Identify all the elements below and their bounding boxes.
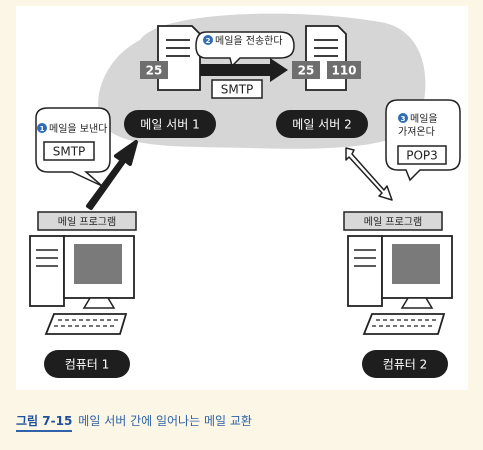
caption-underline xyxy=(16,430,72,432)
speech-bubble xyxy=(195,31,295,68)
program-label-box xyxy=(37,211,137,231)
step-badge xyxy=(37,123,47,133)
step-1-number: 1 xyxy=(40,125,45,133)
step-badge xyxy=(203,35,213,45)
port-box xyxy=(140,61,168,79)
server-tower-icon xyxy=(305,25,347,91)
keyboard-icon xyxy=(44,313,128,335)
step-2-protocol: SMTP xyxy=(221,83,254,97)
server-1-label: 메일 서버 1 xyxy=(140,118,199,132)
keyboard-icon xyxy=(362,313,446,335)
pc-tower-icon xyxy=(29,235,65,307)
send-arrow-icon xyxy=(86,140,138,210)
computer-1-program-label: 메일 프로그램 xyxy=(58,216,116,228)
server-tower-icon xyxy=(157,25,201,91)
step-2-number: 2 xyxy=(206,37,211,45)
step-badge xyxy=(398,113,408,123)
step-2-text: 메일을 전송한다 xyxy=(215,35,283,47)
step-1-send: 1 메일을 보낸다 SMTP xyxy=(35,107,138,210)
transfer-arrow-icon xyxy=(200,58,288,82)
computer-2: 메일 프로그램 컴퓨터 2 xyxy=(343,211,453,378)
server-2-label: 메일 서버 2 xyxy=(292,118,351,132)
bidirectional-arrow-icon xyxy=(345,147,393,201)
step-3-protocol: POP3 xyxy=(406,149,438,163)
step-3-fetch: 3 메일을 가져온다 POP3 xyxy=(345,99,461,201)
server-2-pill xyxy=(276,110,368,138)
step-1-text: 메일을 보낸다 xyxy=(49,123,107,135)
step-2-server-transfer: 2 메일을 전송한다 SMTP xyxy=(195,31,295,99)
pc-tower-icon xyxy=(347,235,383,307)
server-1-pill xyxy=(124,110,216,138)
server-1-port-25: 25 xyxy=(146,64,163,78)
speech-bubble xyxy=(385,99,461,182)
server-2-port-110: 110 xyxy=(331,64,356,78)
computer-2-program-label: 메일 프로그램 xyxy=(364,216,422,228)
server-2-port-25: 25 xyxy=(298,64,315,78)
step-1-protocol: SMTP xyxy=(53,145,86,159)
step-3-number: 3 xyxy=(401,115,406,123)
protocol-box xyxy=(211,79,263,99)
step-3-text-line-2: 가져온다 xyxy=(398,126,435,138)
port-box xyxy=(292,61,320,79)
program-label-box xyxy=(343,211,443,231)
computer-1-pill xyxy=(44,350,130,378)
mail-server-2: 25 110 메일 서버 2 xyxy=(276,25,368,138)
computer-1: 메일 프로그램 컴퓨터 1 xyxy=(29,211,137,378)
protocol-box xyxy=(397,145,447,165)
step-3-text-line-1: 메일을 xyxy=(410,113,438,125)
computer-2-label: 컴퓨터 2 xyxy=(383,358,428,372)
protocol-box xyxy=(43,141,95,161)
computer-1-label: 컴퓨터 1 xyxy=(65,358,110,372)
figure-caption-text: 메일 서버 간에 일어나는 메일 교환 xyxy=(78,414,252,428)
figure-caption: 그림 7-15 메일 서버 간에 일어나는 메일 교환 xyxy=(16,412,252,429)
port-box xyxy=(327,61,361,79)
figure-number: 그림 7-15 xyxy=(16,414,73,428)
computer-2-pill xyxy=(362,350,448,378)
mail-server-1: 25 메일 서버 1 xyxy=(124,25,216,138)
